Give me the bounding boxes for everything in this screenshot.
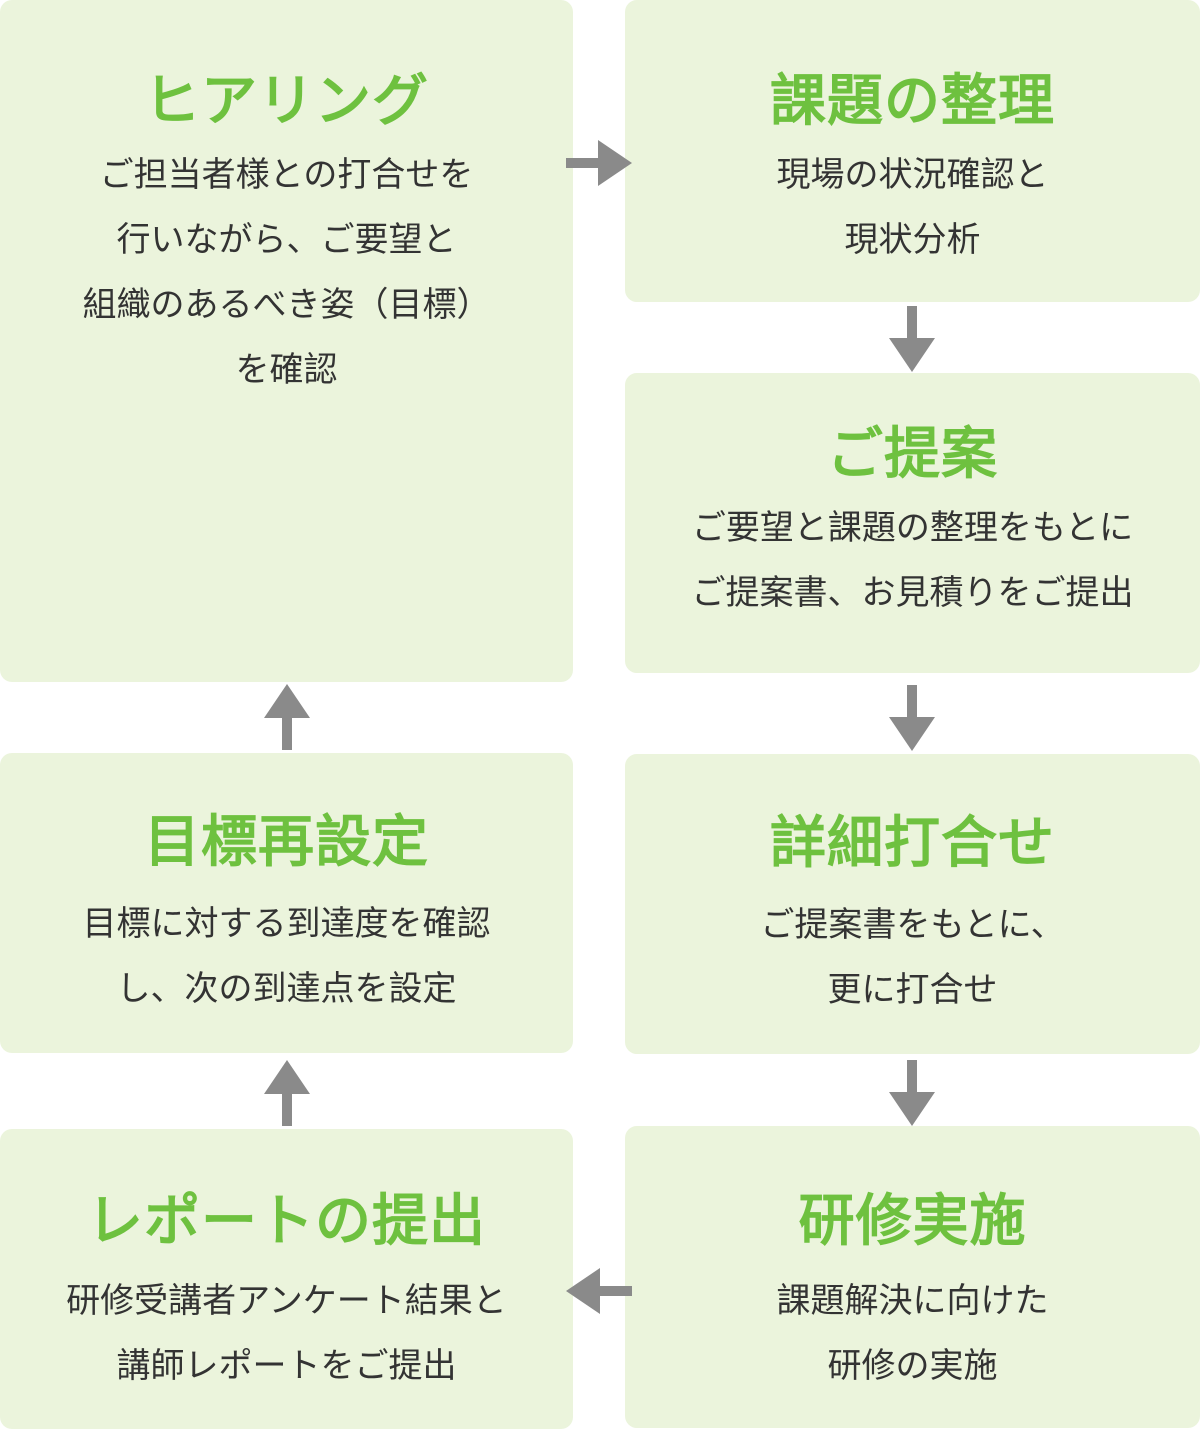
step-hearing: ヒアリング ご担当者様との打合せを 行いながら、ご要望と 組織のあるべき姿（目標… [0,0,573,682]
step-description-line: し、次の到達点を設定 [116,969,457,1010]
step-description: 現場の状況確認と 現状分析 [625,143,1200,273]
step-description-line: 組織のあるべき姿（目標） [82,285,491,326]
arrow-up-icon [264,1060,310,1126]
step-description-line: ご提案書、お見積りをご提出 [691,573,1134,614]
step-report-submission: レポートの提出 研修受講者アンケート結果と 講師レポートをご提出 [0,1129,573,1429]
step-description: ご提案書をもとに、 更に打合せ [625,893,1200,1023]
step-detailed-meeting: 詳細打合せ ご提案書をもとに、 更に打合せ [625,754,1200,1054]
step-issue-organization: 課題の整理 現場の状況確認と 現状分析 [625,0,1200,302]
step-description: 研修受講者アンケート結果と 講師レポートをご提出 [0,1269,573,1399]
step-title: ヒアリング [144,69,429,134]
step-description-line: 研修の実施 [827,1346,998,1387]
step-description: 目標に対する到達度を確認 し、次の到達点を設定 [0,892,573,1022]
step-title: ご提案 [827,422,998,487]
step-description-line: 研修受講者アンケート結果と [66,1281,507,1322]
step-title: レポートの提出 [87,1189,486,1254]
step-description-line: ご担当者様との打合せを [99,155,474,196]
step-description-line: ご提案書をもとに、 [760,905,1065,946]
arrow-down-icon [889,306,935,372]
step-description: 課題解決に向けた 研修の実施 [625,1269,1200,1399]
step-goal-reset: 目標再設定 目標に対する到達度を確認 し、次の到達点を設定 [0,753,573,1053]
step-description-line: 講師レポートをご提出 [116,1346,457,1387]
step-description-line: 課題解決に向けた [776,1281,1049,1322]
arrow-right-icon [566,140,632,186]
step-title: 目標再設定 [144,810,429,875]
step-description-line: ご要望と課題の整理をもとに [691,508,1134,549]
step-title: 課題の整理 [770,69,1055,134]
step-description: ご担当者様との打合せを 行いながら、ご要望と 組織のあるべき姿（目標） を確認 [0,143,573,403]
step-description-line: 現場の状況確認と [776,155,1049,196]
arrow-down-icon [889,1060,935,1126]
step-description-line: 行いながら、ご要望と [116,220,457,261]
arrow-left-icon [566,1268,632,1314]
step-training: 研修実施 課題解決に向けた 研修の実施 [625,1126,1200,1428]
step-description-line: を確認 [235,350,338,391]
step-description: ご要望と課題の整理をもとに ご提案書、お見積りをご提出 [625,496,1200,626]
step-proposal: ご提案 ご要望と課題の整理をもとに ご提案書、お見積りをご提出 [625,373,1200,673]
arrow-down-icon [889,685,935,751]
step-description-line: 現状分析 [844,220,981,261]
step-description-line: 目標に対する到達度を確認 [82,904,491,945]
step-description-line: 更に打合せ [827,970,998,1011]
step-title: 研修実施 [798,1189,1027,1254]
arrow-up-icon [264,684,310,750]
step-title: 詳細打合せ [770,811,1055,876]
